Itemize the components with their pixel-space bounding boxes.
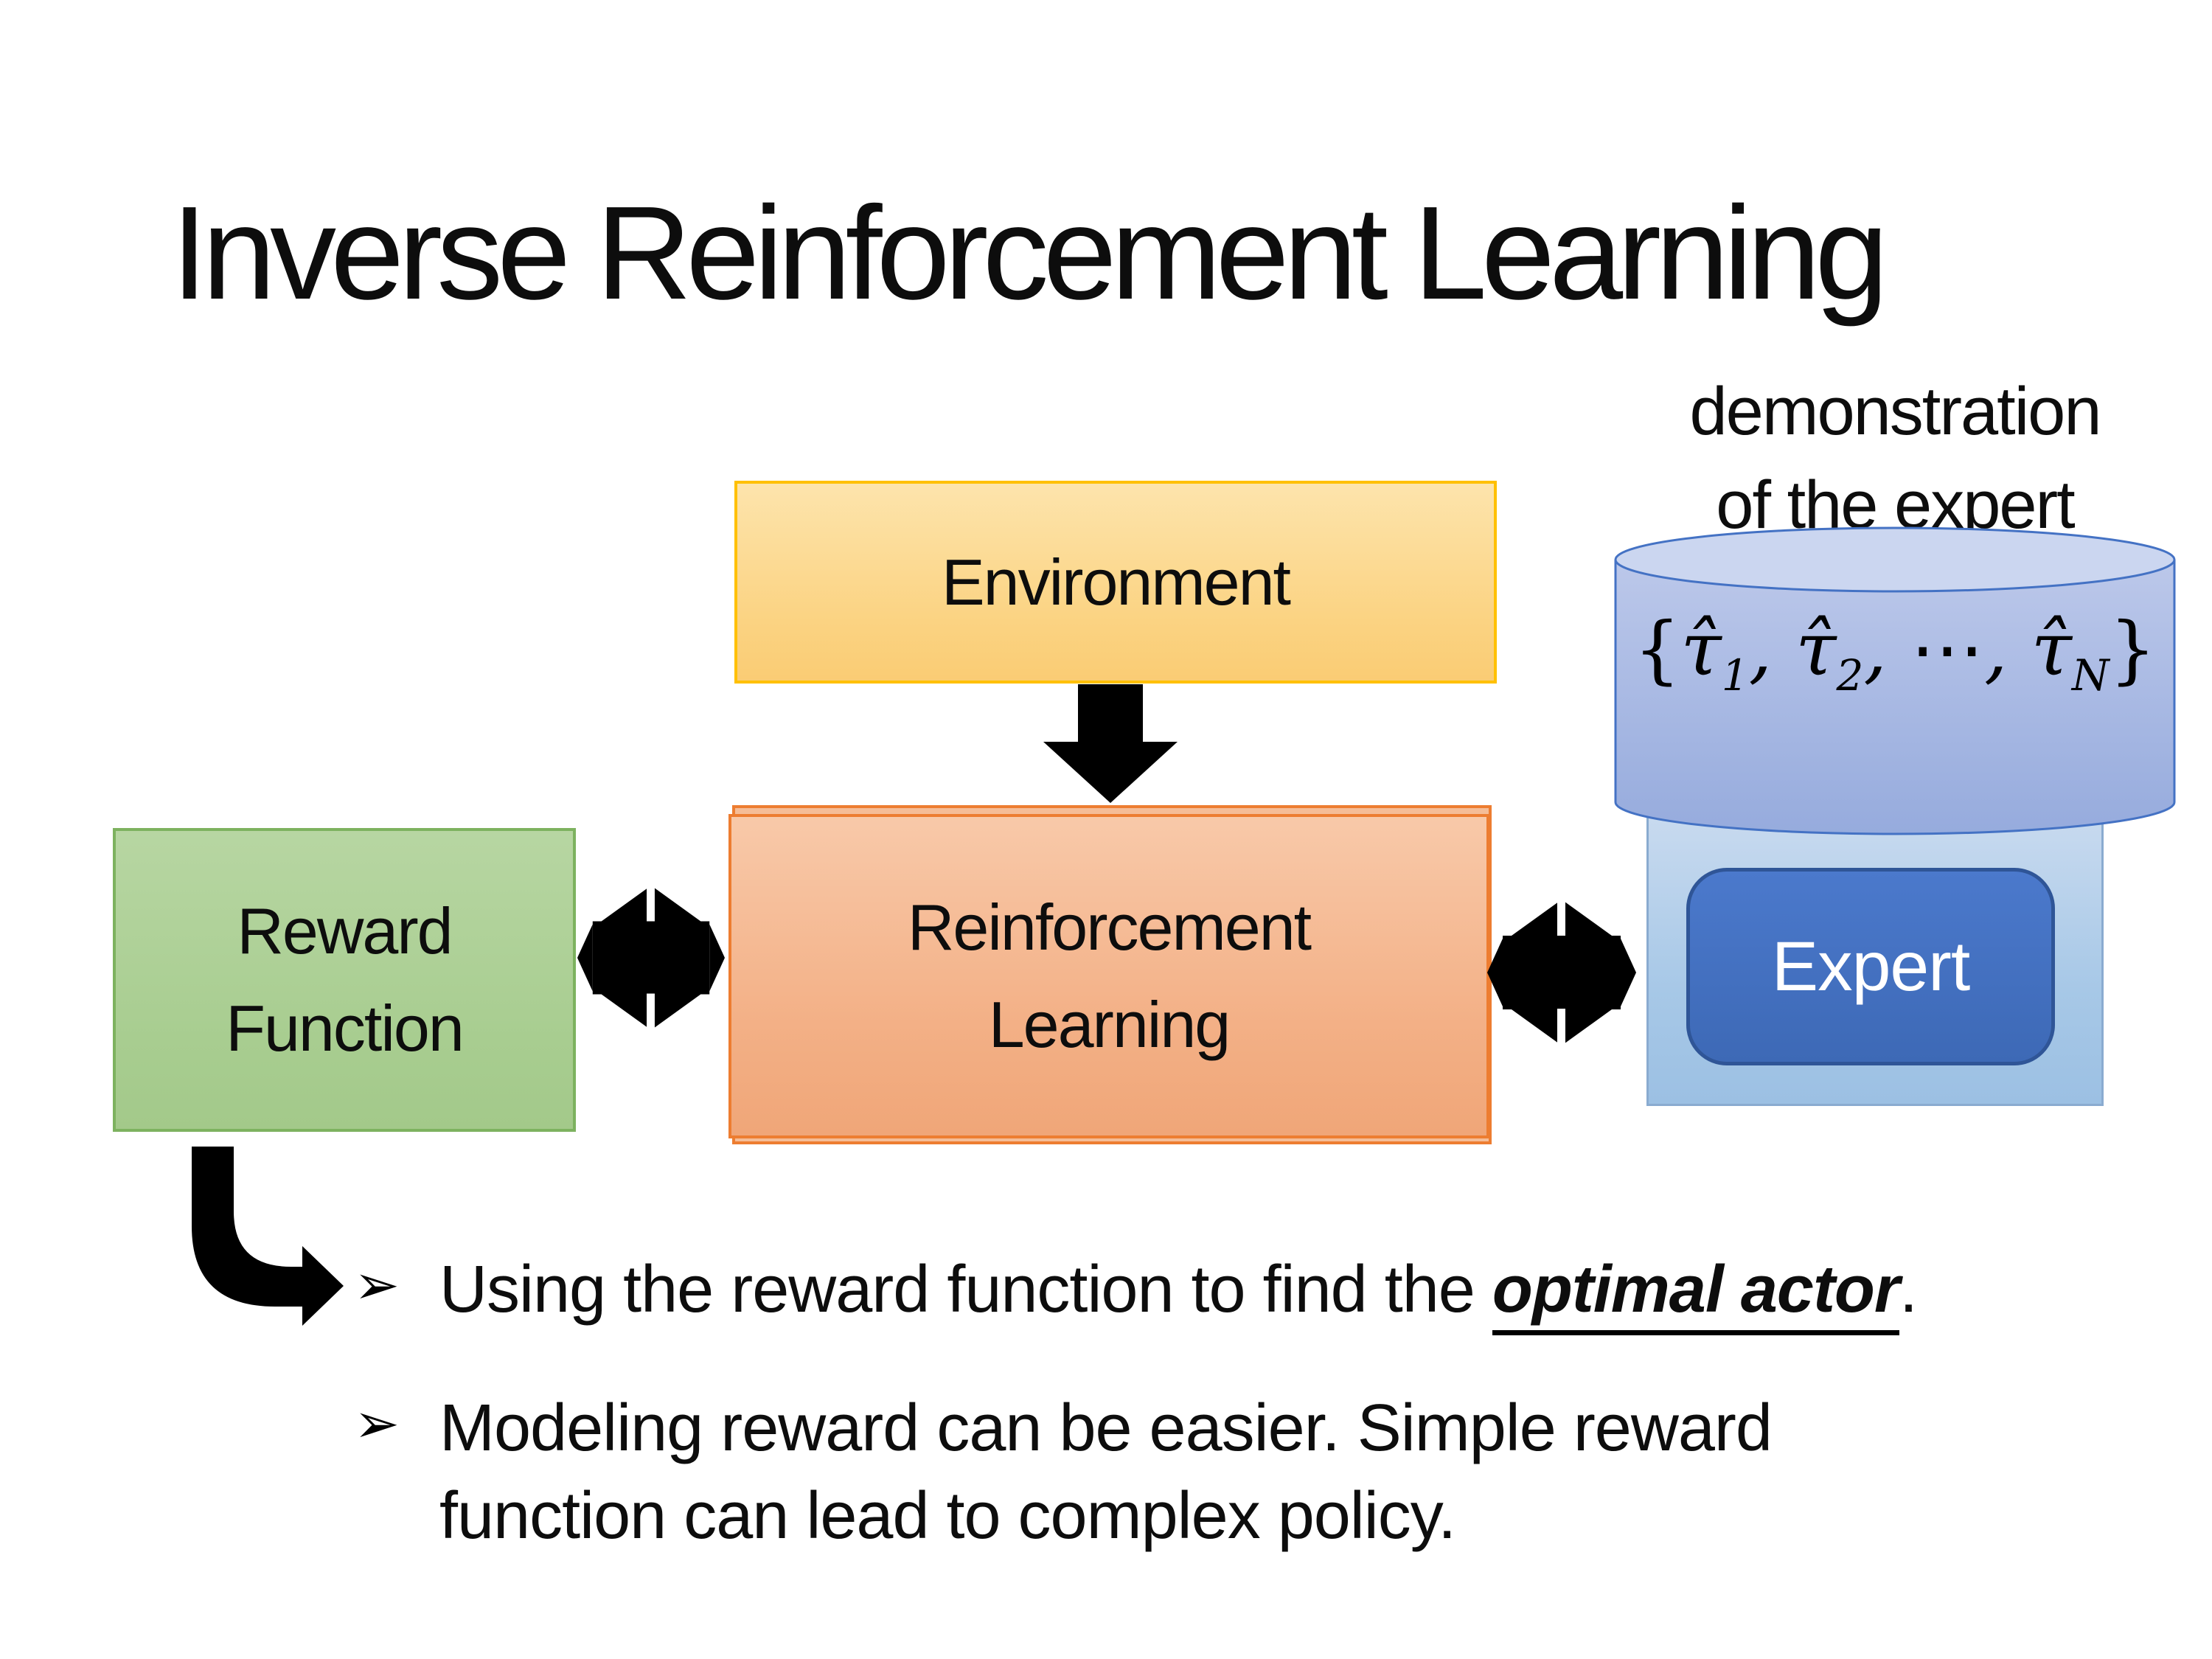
optimal-actor-emphasis: optimal actor bbox=[1492, 1253, 1900, 1335]
reinforcement-learning-box: Reinforcement Learning bbox=[728, 814, 1489, 1138]
double-arrow-left-icon bbox=[577, 884, 725, 1032]
down-arrow-icon bbox=[1043, 684, 1178, 803]
bullet-arrow-icon: ➢ bbox=[354, 1392, 400, 1455]
bullet-item-1: ➢ Using the reward function to find the … bbox=[354, 1246, 1918, 1335]
database-cylinder-icon bbox=[1614, 526, 2176, 835]
reward-function-box: Reward Function bbox=[113, 828, 576, 1132]
reward-function-label: Reward Function bbox=[226, 894, 465, 1065]
environment-label: Environment bbox=[941, 545, 1291, 619]
double-arrow-right-icon bbox=[1487, 898, 1636, 1047]
reinforcement-learning-label: Reinforcement Learning bbox=[907, 891, 1312, 1061]
trajectory-formula: {τ̂1, τ̂2, ⋯, τ̂N} bbox=[1633, 606, 2157, 700]
page-title: Inverse Reinforcement Learning bbox=[171, 179, 1888, 327]
demonstration-label-line1: demonstration bbox=[1689, 374, 2102, 449]
environment-box: Environment bbox=[734, 481, 1497, 684]
bullet-item-2: ➢ Modeling reward can be easier. Simple … bbox=[354, 1385, 1773, 1560]
expert-box: Expert bbox=[1686, 868, 2055, 1065]
demonstration-label: demonstration of the expert bbox=[1615, 365, 2175, 552]
elbow-arrow-icon bbox=[192, 1147, 344, 1326]
bullet-arrow-icon: ➢ bbox=[354, 1253, 400, 1317]
bullet-1-text: Using the reward function to find the op… bbox=[439, 1246, 1918, 1335]
expert-label: Expert bbox=[1771, 927, 1971, 1006]
bullet-2-text: Modeling reward can be easier. Simple re… bbox=[439, 1391, 1773, 1553]
